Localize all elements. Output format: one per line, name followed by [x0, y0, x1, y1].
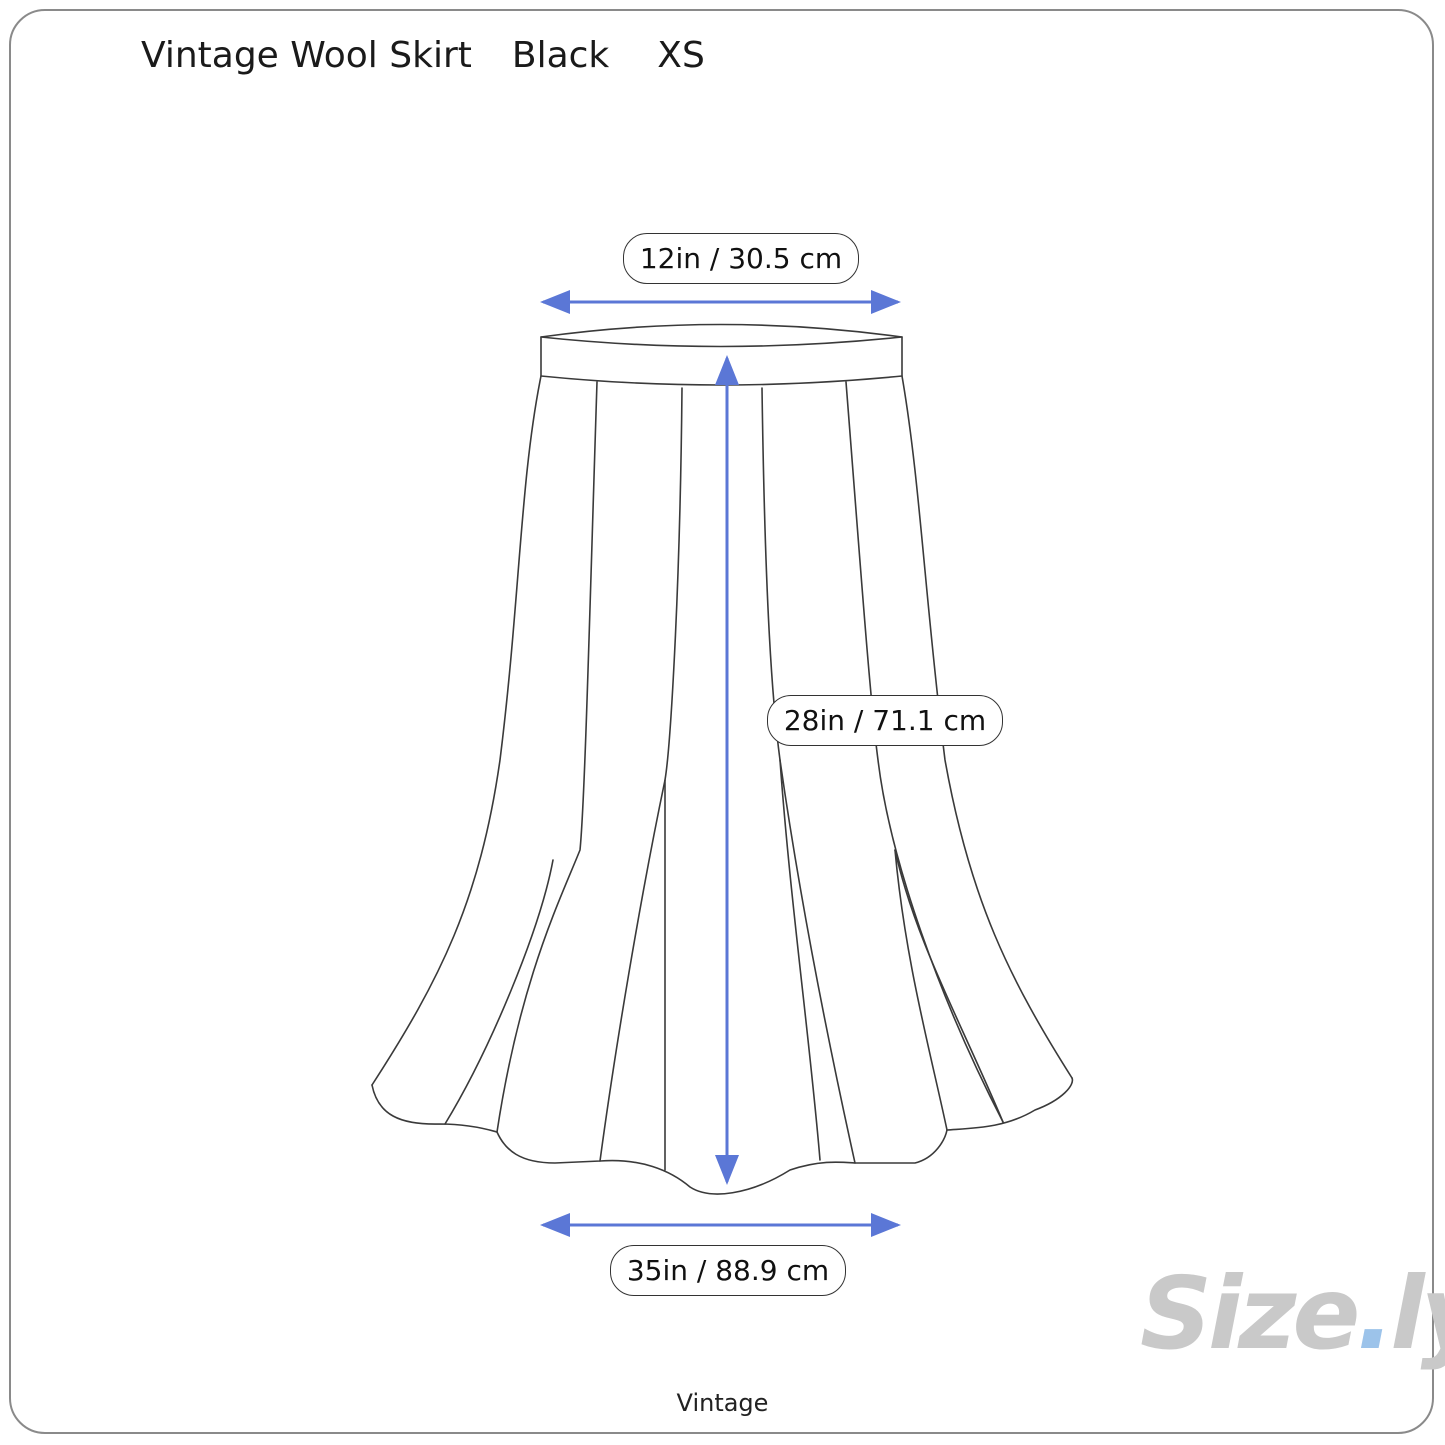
category-label: Vintage — [676, 1389, 769, 1417]
skirt-outline — [371, 323, 1074, 1195]
panel-seam-1 — [496, 381, 598, 1133]
logo-suffix: ly — [1390, 1255, 1445, 1372]
godet-left — [444, 859, 554, 1125]
logo-dot: . — [1356, 1255, 1394, 1372]
waistband-inner — [540, 336, 903, 348]
product-size: XS — [657, 34, 705, 76]
logo-text: Size — [1140, 1255, 1360, 1372]
sizely-logo: Size.ly — [1140, 1255, 1445, 1372]
waist-measurement-label: 12in / 30.5 cm — [623, 233, 859, 284]
hem-measurement-label: 35in / 88.9 cm — [610, 1245, 846, 1296]
godet-center-right — [779, 759, 821, 1161]
length-measurement-label: 28in / 71.1 cm — [767, 695, 1003, 746]
skirt-hem — [371, 1077, 1074, 1195]
product-name: Vintage Wool Skirt — [141, 34, 472, 76]
panel-seam-4 — [845, 381, 1004, 1123]
skirt-right-side — [901, 375, 1073, 1079]
godet-right — [894, 849, 948, 1131]
waistband — [540, 323, 903, 386]
product-title-row: Vintage Wool Skirt Black XS — [141, 30, 705, 80]
skirt-left-side — [371, 375, 542, 1086]
panel-seam-2 — [599, 387, 683, 1162]
product-color: Black — [511, 34, 610, 76]
godet-right-outer — [894, 849, 1004, 1123]
